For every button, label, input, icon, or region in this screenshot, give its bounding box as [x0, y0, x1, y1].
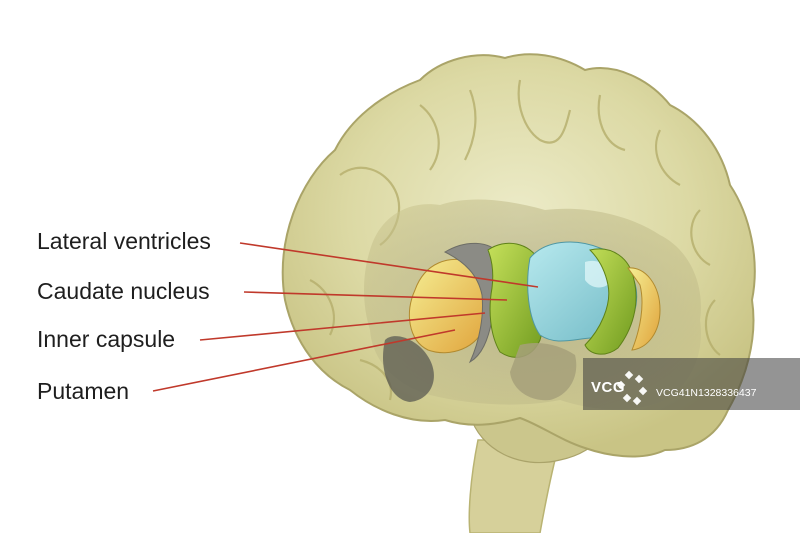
leader-line-inner-capsule	[199, 312, 486, 341]
label-inner-capsule: Inner capsule	[37, 326, 176, 352]
watermark-brand: VCG	[591, 379, 626, 396]
leader-line-lateral-ventricles	[239, 242, 539, 288]
label-caudate-nucleus: Caudate nucleus	[37, 278, 210, 304]
label-lateral-ventricles: Lateral ventricles	[37, 228, 211, 254]
putamen-right	[627, 267, 661, 351]
label-putamen: Putamen	[37, 378, 130, 404]
leader-line-caudate-nucleus	[243, 291, 508, 301]
white-matter-shadow	[382, 336, 434, 402]
leader-lines	[152, 242, 539, 392]
thalamus	[510, 343, 577, 401]
watermark-id: VCG41N1328336437	[656, 387, 757, 399]
leader-line-putamen	[152, 329, 456, 392]
